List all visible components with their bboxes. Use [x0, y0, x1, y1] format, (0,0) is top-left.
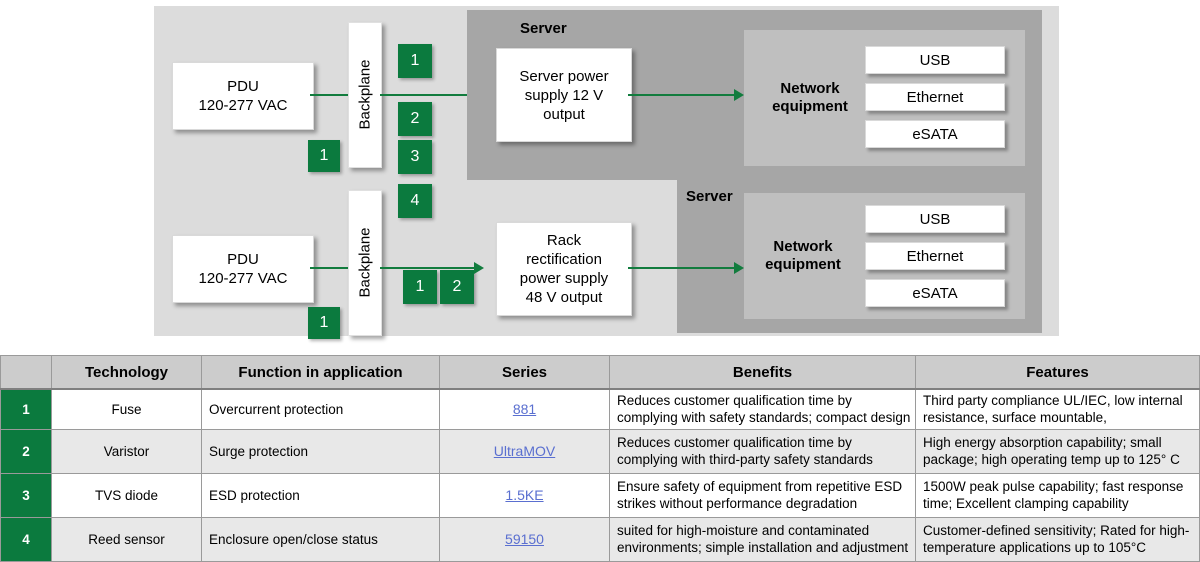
backplane-row2-label: Backplane — [356, 227, 374, 298]
backplane-row1: Backplane — [348, 22, 382, 168]
row-index-badge: 1 — [0, 388, 52, 430]
psu-row2-line2: rectification — [526, 251, 602, 268]
psu-row2-line1: Rack — [546, 232, 582, 249]
port-usb-row2: USB — [865, 205, 1005, 233]
cell-features: Third party compliance UL/IEC, low inter… — [915, 388, 1200, 430]
badge-stack-3: 3 — [398, 140, 432, 174]
arrow-psu1-network-head — [734, 89, 744, 101]
port-esata-row1: eSATA — [865, 120, 1005, 148]
network-equipment-label-row2: Network equipment — [748, 238, 858, 274]
cell-features: 1500W peak pulse capability; fast respon… — [915, 472, 1200, 518]
connector-pdu1-backplane — [310, 94, 352, 96]
cell-function: ESD protection — [201, 472, 440, 518]
psu-row1-line2: supply 12 V — [524, 86, 604, 104]
connector-backplane-psu2 — [380, 267, 480, 269]
table-row: 2 Varistor Surge protection UltraMOV Red… — [0, 428, 1200, 474]
psu-row1-line1: Server power — [519, 67, 609, 85]
cell-series: 881 — [439, 388, 610, 430]
pdu-box-row2-line2: 120-277 VAC — [198, 270, 288, 287]
port-usb-row1: USB — [865, 46, 1005, 74]
cell-benefits: Reduces customer qualification time by c… — [609, 388, 916, 430]
col-header-features: Features — [915, 355, 1200, 390]
cell-technology: Fuse — [51, 388, 202, 430]
port-ethernet-row1: Ethernet — [865, 83, 1005, 111]
pdu-box-row1-line1: PDU — [227, 78, 259, 95]
cell-features: Customer-defined sensitivity; Rated for … — [915, 516, 1200, 562]
table-row: 4 Reed sensor Enclosure open/close statu… — [0, 516, 1200, 562]
rack-rectification-box: Rack rectification power supply 48 V out… — [496, 222, 632, 316]
badge-stack-2: 2 — [398, 102, 432, 136]
cell-benefits: Reduces customer qualification time by c… — [609, 428, 916, 474]
col-header-function: Function in application — [201, 355, 440, 390]
psu-row2-line4: 48 V output — [525, 289, 603, 306]
table-row: 1 Fuse Overcurrent protection 881 Reduce… — [0, 388, 1200, 430]
badge-pdu-row2: 1 — [308, 307, 340, 339]
cell-series: UltraMOV — [439, 428, 610, 474]
network-label-row2-line1: Network — [773, 238, 833, 255]
cell-technology: Reed sensor — [51, 516, 202, 562]
series-link[interactable]: 1.5KE — [505, 487, 544, 503]
network-label-row2-line2: equipment — [765, 256, 841, 273]
badge-inline-2-row2: 2 — [440, 270, 474, 304]
connector-backplane-psu1 — [380, 94, 480, 96]
table-header: Technology Function in application Serie… — [0, 355, 1200, 390]
series-link[interactable]: 881 — [512, 401, 537, 418]
connector-psu1-network — [628, 94, 740, 96]
row-index-badge: 3 — [0, 472, 52, 518]
component-spec-table-wrapper: Technology Function in application Serie… — [0, 355, 1200, 562]
architecture-diagram: PDU 120-277 VAC Backplane 1 1 2 3 4 Serv… — [154, 6, 1059, 339]
col-header-series: Series — [439, 355, 610, 390]
backplane-row2: Backplane — [348, 190, 382, 336]
col-header-technology: Technology — [51, 355, 202, 390]
badge-pdu-row1: 1 — [308, 140, 340, 172]
series-link[interactable]: 59150 — [505, 531, 544, 547]
network-label-row1-line2: equipment — [772, 98, 848, 115]
port-esata-row2: eSATA — [865, 279, 1005, 307]
cell-technology: TVS diode — [51, 472, 202, 518]
cell-function: Surge protection — [201, 428, 440, 474]
component-spec-table: Technology Function in application Serie… — [0, 355, 1200, 562]
server-label-row2: Server — [686, 188, 733, 205]
table-row: 3 TVS diode ESD protection 1.5KE Ensure … — [0, 472, 1200, 518]
badge-stack-1: 1 — [398, 44, 432, 78]
network-equipment-label-row1: Network equipment — [755, 80, 865, 116]
cell-features: High energy absorption capability; small… — [915, 428, 1200, 474]
server-power-supply-box: Server power supply 12 V output — [496, 48, 632, 142]
port-ethernet-row2: Ethernet — [865, 242, 1005, 270]
col-header-benefits: Benefits — [609, 355, 916, 390]
cell-function: Enclosure open/close status — [201, 516, 440, 562]
cell-series: 1.5KE — [439, 472, 610, 518]
connector-pdu2-backplane — [310, 267, 352, 269]
cell-function: Overcurrent protection — [201, 388, 440, 430]
psu-row2-line3: power supply — [519, 270, 609, 287]
server-label-row1: Server — [520, 20, 567, 37]
cell-technology: Varistor — [51, 428, 202, 474]
cell-benefits: suited for high-moisture and contaminate… — [609, 516, 916, 562]
pdu-box-row1-line2: 120-277 VAC — [198, 97, 288, 114]
row-index-badge: 2 — [0, 428, 52, 474]
arrow-backplane-psu2-head — [474, 262, 484, 274]
row-index-badge: 4 — [0, 516, 52, 562]
badge-stack-4: 4 — [398, 184, 432, 218]
arrow-psu2-network-head — [734, 262, 744, 274]
cell-series: 59150 — [439, 516, 610, 562]
psu-row1-line3: output — [543, 105, 585, 123]
table-header-row: Technology Function in application Serie… — [0, 355, 1200, 390]
col-header-index — [0, 355, 52, 390]
pdu-box-row1: PDU 120-277 VAC — [172, 62, 314, 130]
pdu-box-row2: PDU 120-277 VAC — [172, 235, 314, 303]
pdu-box-row2-line1: PDU — [227, 251, 259, 268]
connector-psu2-network — [628, 267, 740, 269]
series-link[interactable]: UltraMOV — [493, 443, 556, 459]
table-body: 1 Fuse Overcurrent protection 881 Reduce… — [0, 388, 1200, 562]
network-label-row1-line1: Network — [780, 80, 840, 97]
badge-inline-1-row2: 1 — [403, 270, 437, 304]
cell-benefits: Ensure safety of equipment from repetiti… — [609, 472, 916, 518]
backplane-row1-label: Backplane — [356, 59, 374, 130]
